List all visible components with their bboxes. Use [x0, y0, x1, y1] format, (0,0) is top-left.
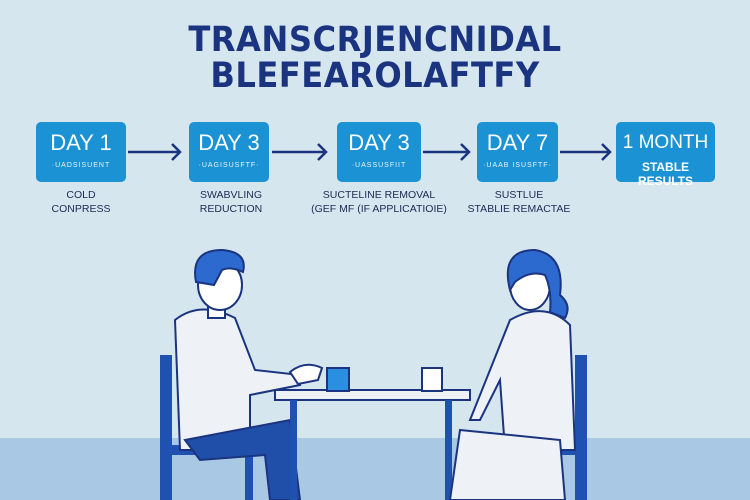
step-day-7: DAY 7 ·UAAB ISUSFTF·	[477, 122, 558, 182]
caption-line: COLD	[66, 189, 96, 201]
step-1-month: 1 MONTH STABLE RESULTS	[616, 122, 715, 188]
step-label: DAY 1	[50, 130, 112, 155]
arrow-right-icon	[560, 143, 612, 161]
floor	[0, 438, 750, 500]
step-caption: SUCTELINE REMOVAL (GEF MF (IF APPLICATIOI…	[299, 188, 459, 216]
title-line-2: BLEFEAROLAFTFY	[210, 56, 540, 96]
caption-line: REDUCTION	[199, 203, 263, 215]
step-result: STABLE RESULTS	[637, 160, 694, 188]
man-figure	[173, 248, 324, 500]
cup	[326, 367, 350, 392]
step-day-3b: DAY 3 ·UASSUSFIIT	[337, 122, 421, 182]
woman-figure	[448, 248, 577, 500]
caption-line: STABLIE REMACTAE	[467, 203, 571, 215]
glass	[421, 367, 443, 392]
caption-line: SUSTLUE	[494, 189, 544, 201]
step-subtext: ·UADSISUENT	[51, 162, 111, 169]
step-day-3a: DAY 3 ·UAGISUSFTF·	[189, 122, 269, 182]
step-caption: SUSTLUE STABLIE REMACTAE	[444, 188, 594, 216]
page-title: TRANSCRJENCNIDAL BLEFEAROLAFTFY	[30, 22, 720, 94]
title-line-1: TRANSCRJENCNIDAL	[188, 20, 562, 60]
step-day-1: DAY 1 ·UADSISUENT	[36, 122, 126, 182]
arrow-right-icon	[128, 143, 182, 161]
step-label: DAY 7	[486, 130, 549, 155]
caption-line: SWABVLING	[199, 189, 263, 201]
step-subtext: ·UAAB ISUSFTF·	[483, 162, 552, 169]
arrow-right-icon	[272, 143, 328, 161]
step-label: DAY 3	[348, 130, 410, 155]
step-subtext: ·UASSUSFIIT	[351, 162, 407, 169]
step-label: DAY 3	[198, 130, 260, 155]
caption-line: SUCTELINE REMOVAL	[322, 189, 436, 201]
step-caption: SWABVLING REDUCTION	[156, 188, 306, 216]
caption-line: (GEF MF (IF APPLICATIOIE)	[311, 203, 447, 215]
step-caption: COLD CONPRESS	[6, 188, 156, 216]
arrow-right-icon	[423, 143, 471, 161]
step-subtext: ·UAGISUSFTF·	[198, 162, 260, 169]
table	[274, 367, 471, 500]
caption-line: CONPRESS	[51, 203, 111, 215]
step-label: 1 MONTH	[622, 132, 709, 153]
